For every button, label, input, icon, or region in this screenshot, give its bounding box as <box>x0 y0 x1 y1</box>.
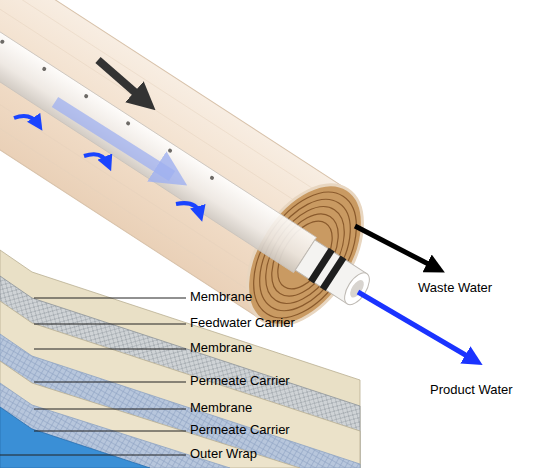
layer-label: Permeate Carrier <box>190 373 290 389</box>
layer-label: Membrane <box>190 400 252 416</box>
flow-arrows <box>14 60 474 360</box>
layer-label: Permeate Carrier <box>190 422 290 438</box>
flow-label: Product Water <box>430 382 513 398</box>
layer-label: Membrane <box>190 289 252 305</box>
leader-lines <box>0 298 186 455</box>
layer-label: Outer Wrap <box>190 446 257 462</box>
membrane-element <box>0 0 407 359</box>
layer-label: Feedwater Carrier <box>190 315 295 331</box>
layer-label: Membrane <box>190 340 252 356</box>
flow-label: Waste Water <box>418 280 492 296</box>
